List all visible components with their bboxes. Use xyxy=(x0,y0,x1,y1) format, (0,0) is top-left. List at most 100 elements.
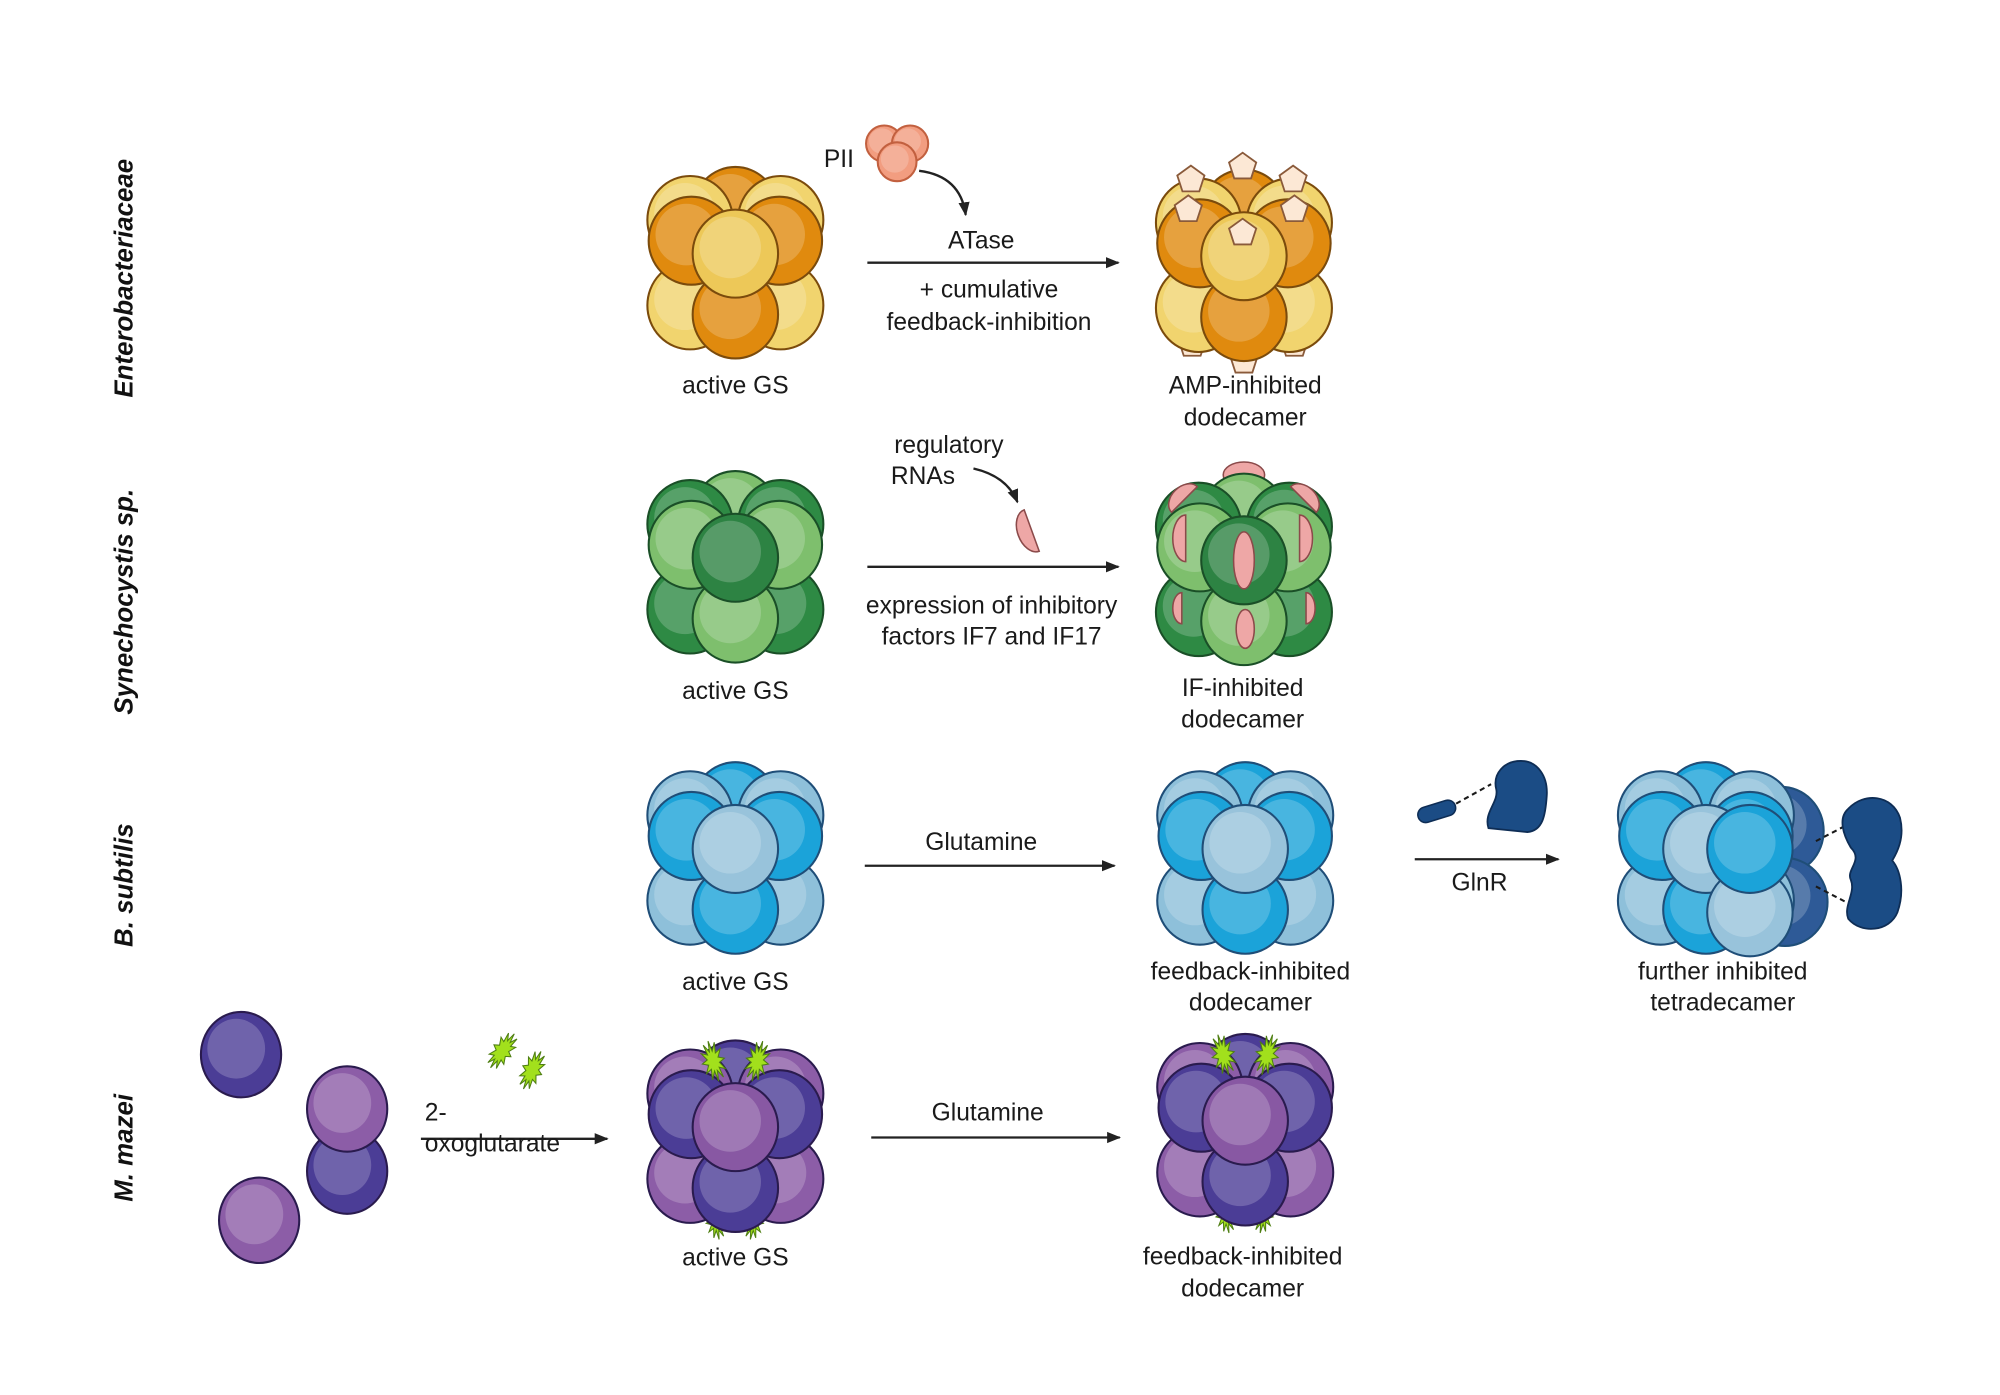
pii-protein xyxy=(865,124,930,183)
gs-subunit-body xyxy=(691,208,780,299)
final-state-label-line-1: feedback-inhibited xyxy=(1143,1243,1343,1270)
gs-subunit-highlight xyxy=(699,216,761,279)
amp-molecule xyxy=(1176,164,1206,193)
inhibitory-factor xyxy=(1305,591,1316,625)
gs-monomer xyxy=(305,1065,389,1153)
feedback-inhibited-gs-cluster xyxy=(1156,761,1335,955)
glnr-linker xyxy=(1815,885,1849,905)
gs-subunit-highlight xyxy=(1714,811,1776,874)
glutamine-label: Glutamine xyxy=(932,1100,1044,1127)
gs-subunit xyxy=(1201,803,1289,894)
final-state-label-line-2: dodecamer xyxy=(1184,405,1307,432)
inhibitory-factor xyxy=(1172,591,1183,625)
gs-subunit-body xyxy=(1201,803,1289,894)
gs-subunit-highlight xyxy=(699,811,761,874)
active-gs-label: active GS xyxy=(682,678,789,705)
pii-label: PII xyxy=(824,146,854,173)
gs-subunit xyxy=(1201,1075,1289,1166)
gs-subunit-body xyxy=(1706,803,1794,894)
arrow-note-line-2: factors IF7 and IF17 xyxy=(882,623,1102,650)
gs-subunit-body xyxy=(691,1082,780,1173)
two-oxoglutarate-molecules xyxy=(487,1032,547,1090)
inhibitory-factor-protein xyxy=(1015,508,1041,553)
regulatory-rnas-label-line-1: regulatory xyxy=(894,432,1004,459)
organism-label-enterobacteriaceae: Enterobacteriaceae xyxy=(110,159,138,398)
gs-subunit xyxy=(691,1082,780,1173)
feedback-inhibited-gs-cluster xyxy=(1156,1032,1335,1234)
gs-subunit xyxy=(1706,803,1794,894)
inhibitory-factor xyxy=(1232,531,1256,590)
b-subtilis-active-gs-cluster xyxy=(646,761,825,955)
amp-inhibited-gs-cluster xyxy=(1154,151,1333,374)
final-state-label-line-1: further inhibited xyxy=(1638,959,1807,986)
intermediate-state-label-line-2: dodecamer xyxy=(1189,990,1312,1017)
gs-subunit-body xyxy=(691,512,780,603)
pii-subunit xyxy=(876,141,918,183)
final-state-label-line-1: IF-inhibited xyxy=(1182,675,1304,702)
two-oxoglutarate-molecule xyxy=(1253,1034,1281,1075)
gs-monomer xyxy=(217,1176,301,1265)
gs-monomer-highlight xyxy=(313,1073,372,1133)
glutamine-label: Glutamine xyxy=(925,829,1037,856)
gs-subunit-body xyxy=(691,803,780,894)
inhibitory-factor xyxy=(1298,514,1314,563)
m-mazei-active-gs-cluster xyxy=(646,1039,825,1240)
gs-subunit xyxy=(691,803,780,894)
tetradecamer-gs-cluster xyxy=(1616,761,1903,958)
two-oxoglutarate-label-line-2: oxoglutarate xyxy=(425,1131,560,1158)
gs-subunit-highlight xyxy=(699,520,761,583)
active-gs-label: active GS xyxy=(682,1245,789,1272)
organism-label-synechocystis: Synechocystis sp. xyxy=(110,489,138,715)
gs-subunit-highlight xyxy=(1209,1083,1271,1146)
rna-curved-arrow xyxy=(973,467,1019,504)
glnr-dna-binding-domain xyxy=(1417,799,1457,824)
glnr-protein-body xyxy=(1486,760,1548,833)
two-oxoglutarate-molecule xyxy=(487,1032,518,1069)
gs-monomer-body xyxy=(217,1176,301,1265)
inhibitory-factor xyxy=(1235,608,1256,650)
enterobacteriaceae-active-gs-cluster xyxy=(646,165,825,360)
active-gs-label: active GS xyxy=(682,969,789,996)
inhibitory-factor xyxy=(1289,483,1320,514)
glnr-label: GlnR xyxy=(1451,869,1507,896)
final-state-label-line-2: dodecamer xyxy=(1181,1276,1304,1303)
organism-label-m-mazei: M. mazei xyxy=(110,1093,138,1202)
inhibitory-factor xyxy=(1172,514,1187,563)
two-oxoglutarate-molecule xyxy=(518,1051,547,1090)
organism-label-b-subtilis: B. subtilis xyxy=(110,823,138,947)
final-state-label-line-2: tetradecamer xyxy=(1650,990,1795,1017)
glnr-protein xyxy=(1417,760,1548,833)
amp-molecule xyxy=(1173,194,1203,223)
if-inhibited-gs-cluster xyxy=(1154,461,1333,667)
row-m-mazei: 2- oxoglutarate Glutamine active GS feed… xyxy=(199,1010,1343,1303)
gs-subunit xyxy=(691,208,780,299)
row-enterobacteriaceae: PII ATase + cumulative feedback-inhibiti… xyxy=(646,124,1333,432)
two-oxoglutarate-molecule xyxy=(1209,1034,1237,1075)
gs-subunit-highlight xyxy=(1209,811,1271,874)
pii-subunit-body xyxy=(876,141,918,183)
gs-monomer-body xyxy=(199,1010,283,1099)
amp-molecule xyxy=(1227,217,1258,246)
two-oxoglutarate-label-line-1: 2- xyxy=(425,1100,447,1127)
pii-subunit-highlight xyxy=(880,145,909,173)
inhibitory-factor xyxy=(1167,483,1199,514)
gs-monomer-highlight xyxy=(207,1018,266,1079)
inhibitory-factor xyxy=(1015,508,1041,553)
atase-label: ATase xyxy=(948,227,1015,254)
synechocystis-active-gs-cluster xyxy=(646,470,825,664)
gs-subunit-body xyxy=(1200,211,1288,302)
gs-subunit-body xyxy=(1201,1075,1289,1166)
gs-monomer-body xyxy=(305,1065,389,1153)
gs-subunit xyxy=(691,512,780,603)
row-synechocystis: regulatory RNAs expression of inhibitory… xyxy=(646,432,1333,733)
final-state-label-line-2: dodecamer xyxy=(1181,706,1304,733)
row-b-subtilis: Glutamine GlnR active GS feedback-inhibi… xyxy=(646,760,1903,1017)
gs-monomer xyxy=(199,1010,283,1099)
active-gs-label: active GS xyxy=(682,372,789,399)
two-oxoglutarate-molecule xyxy=(699,1040,728,1082)
regulatory-rnas-label-line-2: RNAs xyxy=(891,463,955,490)
glnr-linker xyxy=(1455,783,1492,805)
gs-subunit-highlight xyxy=(699,1090,761,1152)
amp-molecule xyxy=(1227,151,1258,180)
